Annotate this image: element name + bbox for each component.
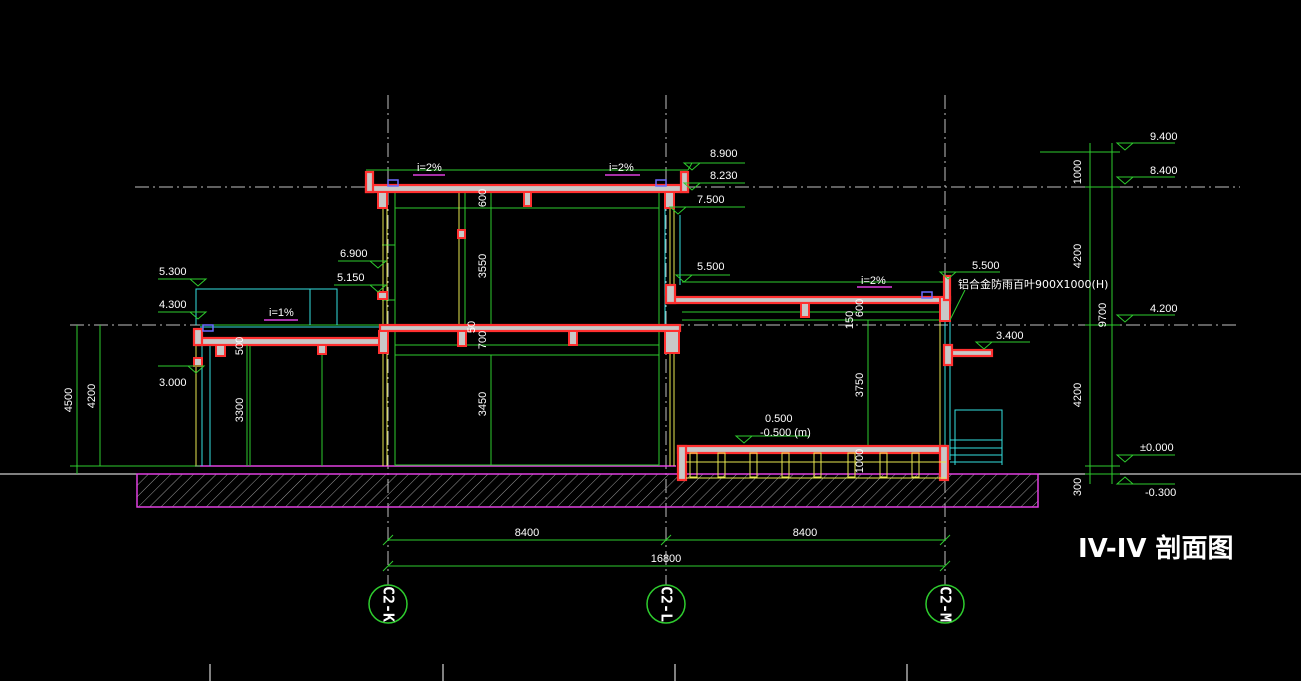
slope-labels: i=2% i=2% i=2% i=1%	[269, 162, 886, 319]
dimension-label: 4500	[63, 388, 75, 412]
elevation-label: 5.500	[972, 260, 1000, 272]
floor-piers	[686, 452, 946, 479]
dimension-label: 700	[477, 331, 489, 349]
dimension-label: 150	[844, 311, 856, 329]
ground-slab	[136, 465, 1039, 508]
louver-note-text: 铝合金防雨百叶900X1000(H)	[958, 277, 1108, 291]
elevation-markers: 8.900 8.230 7.500 5.500 6.900 5.150 5.30…	[158, 131, 1178, 499]
structure	[192, 170, 994, 482]
drawing-title: IV-IV 剖面图	[1078, 533, 1234, 564]
bottom-dimensions: 8400 8400 16800	[382, 527, 951, 572]
elevation-label: 8.400	[1150, 165, 1178, 177]
elevation-label: 5.300	[159, 266, 187, 278]
slope-label: i=2%	[609, 162, 634, 174]
elevation-label: 8.900	[710, 148, 738, 160]
axis-bubbles: C2-K C2-L C2-M	[368, 584, 965, 624]
roof-drains	[202, 174, 933, 332]
elevation-label: -0.300	[1145, 487, 1176, 499]
elevation-label: 7.500	[697, 194, 725, 206]
elevation-label: -0.500 (m)	[760, 427, 811, 439]
axis-label-m: C2-M	[937, 586, 955, 622]
dimension-label: 4200	[1072, 244, 1084, 268]
axis-bubble	[925, 584, 965, 624]
parapet-lines	[195, 198, 1003, 466]
slope-label: i=2%	[417, 162, 442, 174]
dimension-label: 3750	[854, 373, 866, 397]
bottom-ticks	[209, 664, 908, 681]
louver-note: 铝合金防雨百叶900X1000(H)	[949, 277, 1108, 321]
dimension-label: 3300	[234, 398, 246, 422]
interior-lines	[200, 169, 945, 466]
slope-label: i=2%	[861, 275, 886, 287]
dimension-label: 3450	[477, 392, 489, 416]
elevation-label: 5.150	[337, 272, 365, 284]
axis-bubble	[646, 584, 686, 624]
right-dimension-chain: 1000 4200 9700 4200 300	[1040, 143, 1120, 496]
dimension-label: 9700	[1097, 303, 1109, 327]
elevation-label: 8.230	[710, 170, 738, 182]
dimension-label: 4200	[86, 384, 98, 408]
dimension-label: 1000	[854, 449, 866, 473]
dimension-label: 300	[1072, 478, 1084, 496]
axis-bubble	[368, 584, 408, 624]
elevation-label: 4.300	[159, 299, 187, 311]
dimension-label: 1000	[1072, 160, 1084, 184]
dimension-label: 50	[466, 321, 478, 333]
dimension-label: 8400	[515, 527, 539, 539]
elevation-label: 9.400	[1150, 131, 1178, 143]
dimension-label: 16800	[651, 553, 682, 565]
axis-label-k: C2-K	[380, 586, 398, 622]
elevation-label: 4.200	[1150, 303, 1178, 315]
elevation-label: 3.000	[159, 377, 187, 389]
elevation-label: ±0.000	[1140, 442, 1174, 454]
slope-label: i=1%	[269, 307, 294, 319]
dimension-label: 500	[234, 337, 246, 355]
elevation-label: 3.400	[996, 330, 1024, 342]
dimension-label: 600	[854, 299, 866, 317]
elevation-label: 5.500	[697, 261, 725, 273]
dimension-label: 3550	[477, 254, 489, 278]
dimension-label: 8400	[793, 527, 817, 539]
dimension-label: 600	[477, 189, 489, 207]
elevation-label: 6.900	[340, 248, 368, 260]
dimension-label: 4200	[1072, 383, 1084, 407]
internal-dimensions: 600 3550 50 700 3450 600 150 3750 1000	[466, 189, 866, 473]
axis-label-l: C2-L	[658, 586, 676, 622]
elevation-label: 0.500	[765, 413, 793, 425]
left-dimension-chain: 4500 4200 3300 500	[63, 325, 248, 474]
